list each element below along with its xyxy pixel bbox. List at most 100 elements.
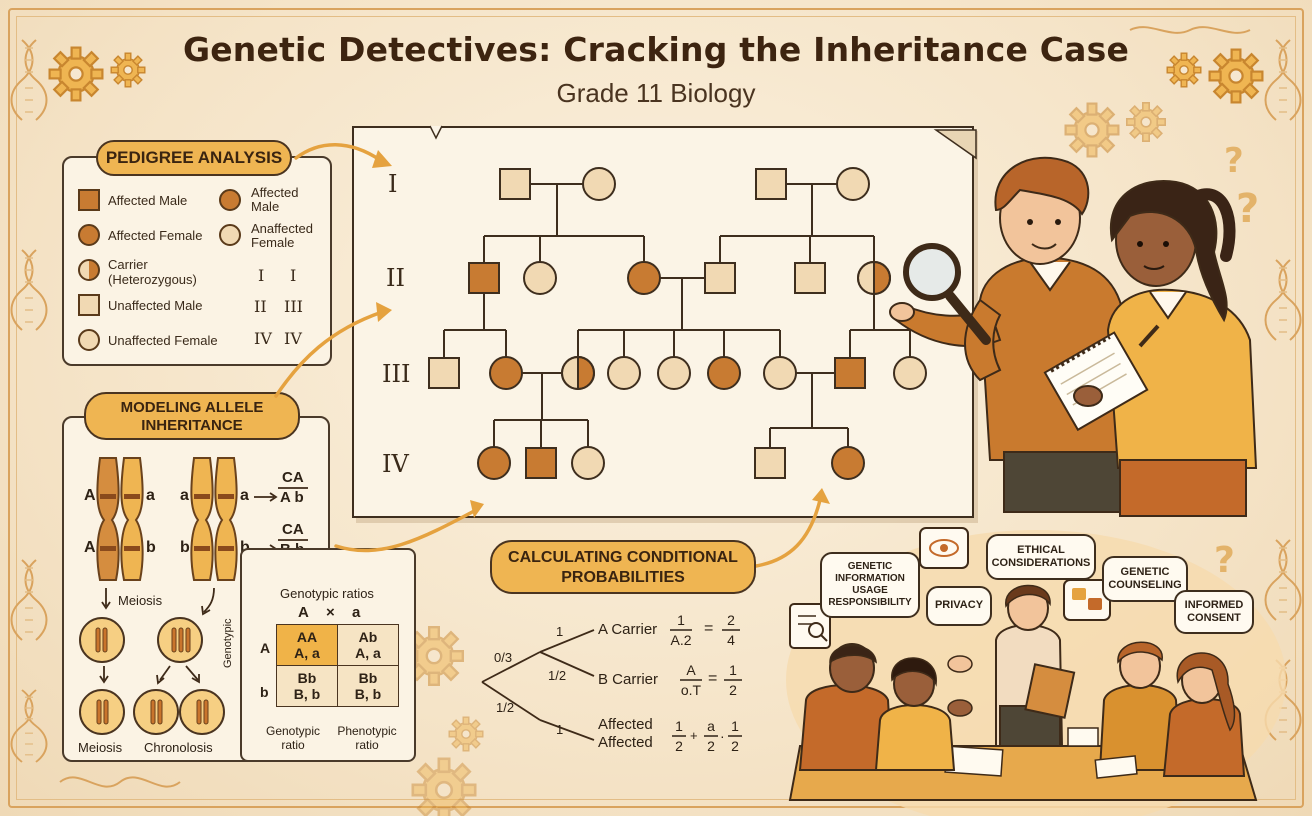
fraction-numerator: CA	[282, 521, 304, 538]
legend-roman-numeral: I	[258, 266, 265, 285]
legend-affected-male-2-symbol	[219, 189, 241, 211]
allele-label: a	[180, 487, 189, 504]
legend-carrier: Carrier (Heterozygous)	[108, 257, 197, 287]
cell-icon	[79, 617, 125, 663]
student-person	[874, 657, 973, 771]
counselor-person	[947, 584, 1076, 747]
prob-affected-t3d: 2	[731, 738, 739, 754]
fraction-numerator: CA	[282, 469, 304, 486]
legend-roman-numeral: I	[290, 266, 297, 285]
legend-affected-male: Affected Male	[108, 193, 188, 208]
prob-affected-t1n: 1	[675, 718, 683, 734]
branch-label: 1/2	[496, 700, 515, 715]
branch-label: 1/2	[548, 668, 567, 683]
prob-row-a-f1d: A.2	[670, 632, 692, 648]
pedigree-unaffected-male	[755, 168, 787, 200]
prob-row-a-name: A Carrier	[598, 621, 658, 638]
punnett-row-label: A	[260, 640, 271, 656]
cross-left: A	[298, 604, 309, 621]
page-title: Genetic Detectives: Cracking the Inherit…	[182, 30, 1130, 69]
pedigree-affected-female	[707, 356, 741, 390]
page-subtitle: Grade 11 Biology	[556, 78, 756, 108]
legend-unaffected-male-symbol	[78, 294, 100, 316]
student-person	[1067, 641, 1182, 771]
arrow-icon	[274, 310, 384, 398]
prob-row-a-f2d: 4	[727, 632, 735, 648]
legend-unaffected-male: Unaffected Male	[108, 298, 203, 313]
probabilities-label: CALCULATING CONDITIONAL PROBABILITIES	[490, 540, 756, 594]
pedigree-unaffected-male	[499, 168, 531, 200]
bubble-genetic-counseling: GENETIC COUNSELING	[1102, 556, 1188, 602]
bubble-ethical-considerations: ETHICAL CONSIDERATIONS	[986, 534, 1096, 580]
prob-affected-t2d: 2	[707, 738, 715, 754]
pedigree-unaffected-male	[794, 262, 826, 294]
allele-label: b	[146, 539, 156, 556]
modeling-label-text: MODELING ALLELE INHERITANCE	[120, 399, 264, 434]
allele-label: a	[240, 487, 249, 504]
arrow-icon	[754, 498, 822, 568]
genotypic-ratio-label: Genotypic ratio	[265, 724, 321, 752]
genotypic-ratios-title: Genotypic ratios	[280, 586, 374, 601]
prob-row-b-f1n: A	[686, 662, 696, 678]
pedigree-affected-male	[834, 357, 866, 389]
pedigree-unaffected-female	[607, 356, 641, 390]
question-mark-icon: ?	[1214, 540, 1235, 581]
paper-curl	[933, 129, 977, 160]
branch-label: 1	[556, 624, 564, 639]
question-mark-icon: ?	[1236, 186, 1259, 232]
legend-roman-numeral: II	[254, 297, 267, 316]
pedigree-unaffected-male	[704, 262, 736, 294]
pedigree-symbols	[428, 167, 927, 480]
meiosis-bottom-label: Meiosis	[78, 740, 123, 755]
phenotypic-ratio-label: Phenotypic ratio	[337, 724, 397, 752]
bubble-privacy: PRIVACY	[926, 586, 992, 626]
prob-affected-t3n: 1	[731, 718, 739, 734]
notepad-icon	[1094, 755, 1138, 779]
pedigree-affected-female	[489, 356, 523, 390]
student-person	[1094, 652, 1246, 779]
prob-row-b-f2n: 1	[729, 662, 737, 678]
pedigree-lines	[443, 183, 911, 447]
legend-carrier-symbol	[78, 259, 100, 281]
cell-icon	[179, 689, 225, 735]
inner-border	[16, 16, 1296, 800]
branch-label: 1	[556, 722, 564, 737]
prob-affected-t1d: 2	[675, 738, 683, 754]
bubble-genetic-information: GENETIC INFORMATION USAGE RESPONSIBILITY	[820, 552, 920, 618]
prob-row-b-f1d: o.T	[680, 682, 702, 698]
paper-tear	[429, 125, 443, 140]
fraction-denominator: A b	[280, 489, 304, 506]
prob-affected-op1: +	[690, 728, 698, 743]
legend-unaffected-female-symbol	[78, 329, 100, 351]
pedigree-unaffected-male	[428, 357, 460, 389]
allele-label: b	[240, 539, 250, 557]
student-person	[798, 643, 894, 771]
pedigree-analysis-label: PEDIGREE ANALYSIS	[96, 140, 292, 176]
modeling-label: MODELING ALLELE INHERITANCE	[84, 392, 300, 440]
meiosis-label: Meiosis	[118, 593, 163, 608]
cross-operator: ×	[326, 604, 335, 621]
prob-affected-line2: Affected	[598, 734, 653, 751]
generation-label-iv: IV	[382, 450, 409, 478]
prob-affected-op2: ·	[720, 728, 725, 744]
allele-label: A	[84, 487, 96, 504]
pedigree-unaffected-female	[571, 446, 605, 480]
allele-label: b	[180, 539, 190, 556]
legend-roman-numeral: III	[284, 297, 303, 316]
pedigree-unaffected-female	[582, 167, 616, 201]
border-ornament	[1129, 26, 1251, 34]
legend-affected-female-symbol	[78, 224, 100, 246]
branch-label: 0/3	[494, 650, 513, 665]
legend-panel	[62, 156, 332, 366]
pedigree-affected-female	[477, 446, 511, 480]
border-ornament	[59, 776, 181, 788]
